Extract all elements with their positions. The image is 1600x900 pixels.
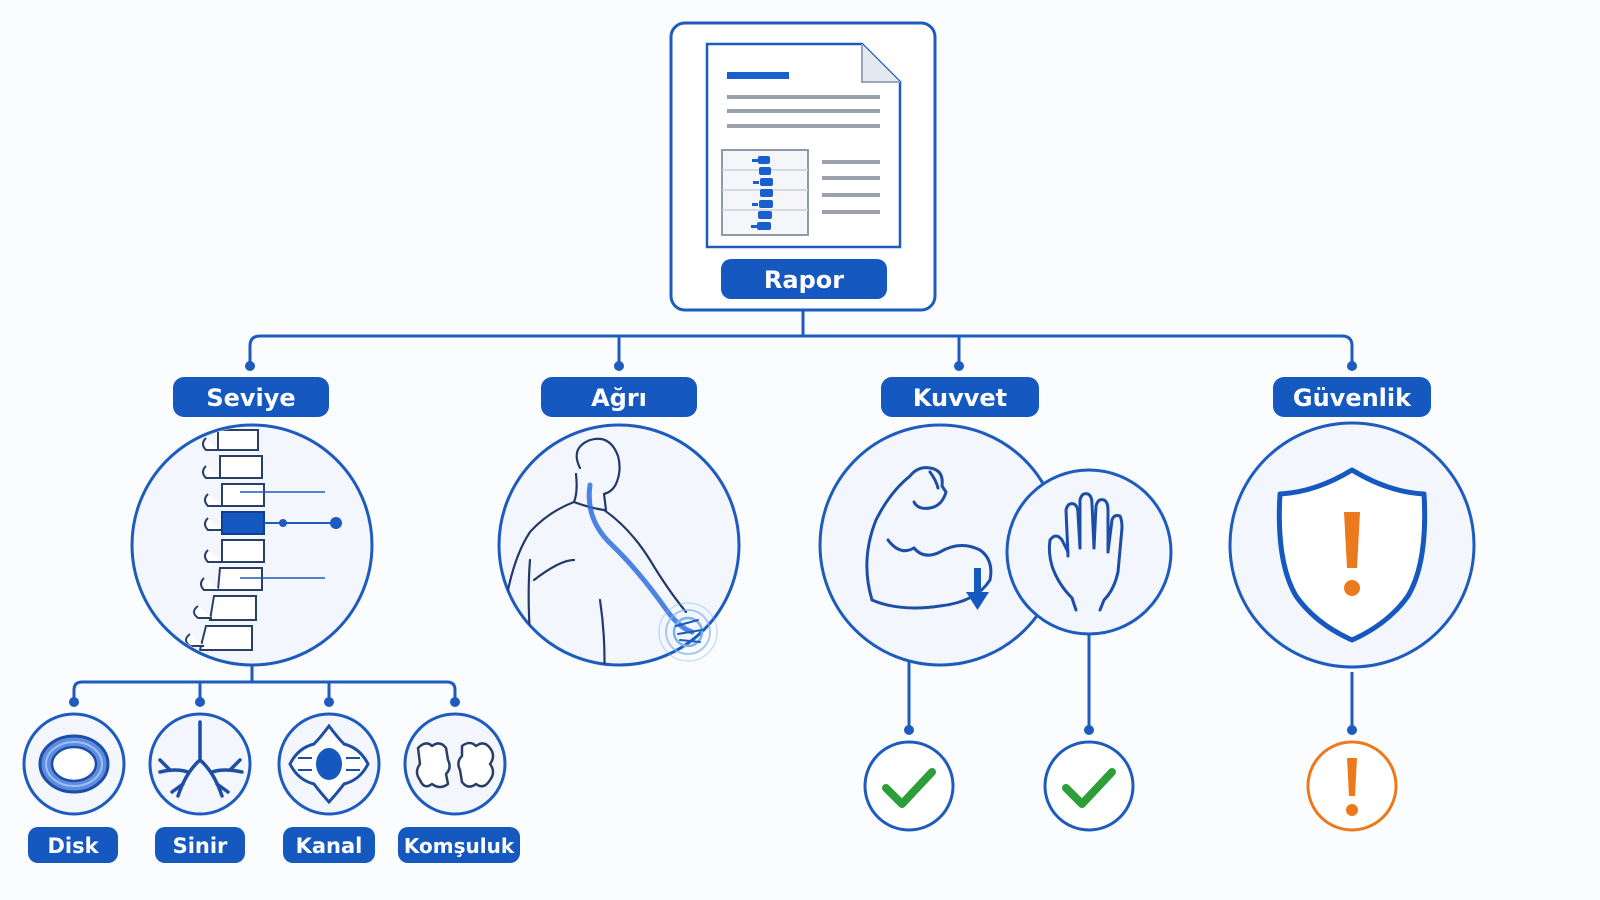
branch-label-guvenlik: Güvenlik bbox=[1293, 384, 1412, 412]
outcome-warning-safety bbox=[1306, 740, 1398, 832]
spinal-canal-icon bbox=[277, 712, 381, 816]
sub-label-disk: Disk bbox=[47, 834, 99, 858]
pain-body-icon bbox=[497, 423, 741, 667]
nerve-icon bbox=[148, 712, 252, 816]
hand-icon bbox=[1005, 468, 1173, 636]
spine-icon bbox=[130, 423, 374, 667]
branch-pill-agri: Ağrı bbox=[541, 377, 697, 417]
exclamation-icon bbox=[1346, 758, 1358, 816]
sub-pill-disk: Disk bbox=[28, 827, 118, 863]
sub-label-komsuluk: Komşuluk bbox=[404, 834, 515, 858]
root-label: Rapor bbox=[764, 266, 844, 294]
outcome-check-hand bbox=[1043, 740, 1135, 832]
sub-label-sinir: Sinir bbox=[173, 834, 228, 858]
branch-label-agri: Ağrı bbox=[591, 384, 647, 412]
outcome-check-strength bbox=[863, 740, 955, 832]
sub-label-kanal: Kanal bbox=[296, 834, 363, 858]
adjacency-icon bbox=[403, 712, 507, 816]
branch-pill-seviye: Seviye bbox=[173, 377, 329, 417]
document-icon bbox=[705, 42, 902, 249]
sub-pill-komsuluk: Komşuluk bbox=[398, 827, 520, 863]
sub-pill-sinir: Sinir bbox=[155, 827, 245, 863]
check-icon bbox=[882, 768, 936, 808]
sub-pill-kanal: Kanal bbox=[283, 827, 375, 863]
down-arrow-icon bbox=[966, 568, 989, 610]
connector-lines bbox=[72, 311, 1354, 730]
branch-pill-kuvvet: Kuvvet bbox=[881, 377, 1039, 417]
check-icon bbox=[1062, 768, 1116, 808]
branch-label-seviye: Seviye bbox=[206, 384, 295, 412]
shield-warning-icon bbox=[1228, 421, 1476, 669]
branch-pill-guvenlik: Güvenlik bbox=[1273, 377, 1431, 417]
root-node: Rapor bbox=[669, 21, 937, 312]
branch-label-kuvvet: Kuvvet bbox=[913, 384, 1007, 412]
disk-icon bbox=[22, 712, 126, 816]
connector-dots bbox=[69, 361, 1357, 735]
